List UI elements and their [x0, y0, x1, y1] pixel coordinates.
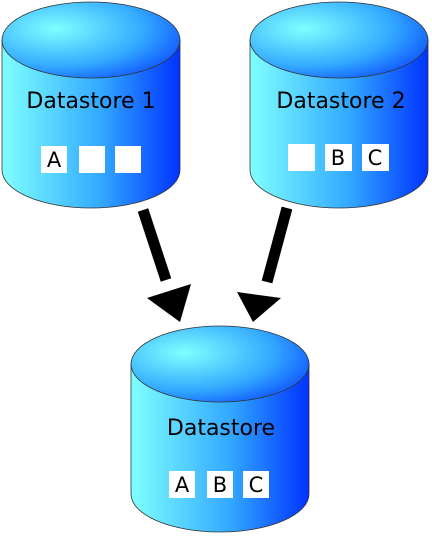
arrow-ds2-to-merged [237, 206, 293, 322]
datastore-2-slot-3-label: C [368, 146, 383, 170]
merged-datastore-slot-3-label: C [249, 473, 264, 497]
datastore-1-slot-1-label: A [47, 148, 62, 172]
datastore-2-slot-3: C [362, 144, 389, 171]
datastore-1-label: Datastore 1 [26, 89, 155, 114]
merged-datastore-slot-2-label: B [213, 473, 227, 497]
datastore-2-slot-2: B [325, 144, 352, 171]
datastore-2-cylinder: Datastore 2 B C [249, 1, 429, 209]
arrow-ds1-to-merged [137, 208, 191, 322]
merged-datastore-slot-3: C [243, 471, 269, 498]
merged-datastore-slot-1: A [169, 471, 195, 498]
datastore-2-label: Datastore 2 [276, 89, 405, 114]
merged-datastore-slot-2: B [207, 471, 233, 498]
datastore-1-cylinder: Datastore 1 A [1, 1, 181, 209]
datastore-2-slot-1 [288, 144, 315, 171]
merged-datastore-cylinder: Datastore A B C [130, 325, 310, 533]
datastore-1-slot-3 [115, 146, 141, 173]
datastore-1-slot-1: A [41, 146, 67, 173]
datastore-1-slot-2 [79, 146, 105, 173]
merged-datastore-label: Datastore [167, 416, 275, 441]
merged-datastore-slot-1-label: A [175, 473, 190, 497]
datastore-2-slot-2-label: B [331, 146, 345, 170]
